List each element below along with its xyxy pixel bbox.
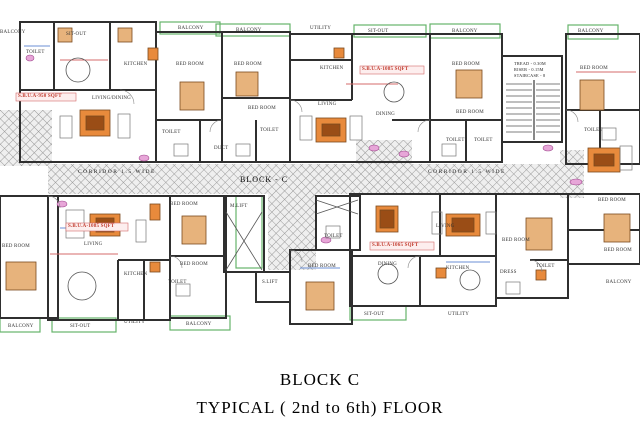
- room-label: BED ROOM: [456, 110, 484, 115]
- room-label: BALCONY: [606, 280, 632, 285]
- room-label: DINING: [376, 112, 395, 117]
- room-label: BALCONY: [178, 26, 204, 31]
- room-label: M.LIFT: [230, 204, 248, 209]
- staircase-label: STAIRCASE - 8: [514, 73, 546, 78]
- corridor-label: CORRIDOR 1.5 WIDE: [428, 169, 506, 175]
- room-label: BALCONY: [236, 28, 262, 33]
- room-label: BED ROOM: [502, 238, 530, 243]
- room-label: DINING: [378, 262, 397, 267]
- room-label: TOILET: [260, 128, 279, 133]
- room-label: BED ROOM: [598, 198, 626, 203]
- room-label: BALCONY: [0, 30, 26, 35]
- room-label: BED ROOM: [2, 244, 30, 249]
- stair-tread-label: TREAD - 0.30M: [514, 61, 546, 66]
- furniture: [59, 113, 633, 297]
- room-label: BED ROOM: [248, 106, 276, 111]
- room-label: TOILET: [168, 280, 187, 285]
- room-label: BED ROOM: [170, 202, 198, 207]
- room-label: KITCHEN: [446, 266, 470, 271]
- room-label: UTILITY: [124, 320, 146, 325]
- room-label: KITCHEN: [124, 62, 148, 67]
- room-label: SIT-OUT: [66, 32, 87, 37]
- room-label: DUCT: [214, 146, 229, 151]
- room-label: LIVING: [318, 102, 337, 107]
- room-label: BED ROOM: [580, 66, 608, 71]
- room-label: KITCHEN: [320, 66, 344, 71]
- stair-riser-label: RISER - 0.15M: [514, 67, 544, 72]
- room-label: BED ROOM: [234, 62, 262, 67]
- room-label: SIT-OUT: [364, 312, 385, 317]
- room-label: TOILET: [446, 138, 465, 143]
- room-label: BALCONY: [8, 324, 34, 329]
- walls: [0, 21, 640, 325]
- lift-shafts: [225, 199, 359, 271]
- room-label: TOILET: [584, 128, 603, 133]
- area-label: S.B.U.A-950 SQFT: [18, 94, 62, 99]
- round-tables: [65, 57, 481, 301]
- room-label: TOILET: [324, 234, 343, 239]
- room-label: UTILITY: [310, 26, 332, 31]
- room-label: TOILET: [474, 138, 493, 143]
- room-label: BALCONY: [578, 29, 604, 34]
- room-label: DRESS: [500, 270, 517, 275]
- area-label-boxes: [15, 65, 435, 251]
- corridor-label: CORRIDOR 1.5 WIDE: [78, 169, 156, 175]
- staircase: [506, 80, 560, 140]
- room-label: SIT-OUT: [70, 324, 91, 329]
- room-label: LIVING: [436, 224, 455, 229]
- door-swings: [47, 89, 579, 273]
- room-label: TOILET: [26, 50, 45, 55]
- corridor-hatch: [0, 110, 584, 270]
- room-label: BED ROOM: [604, 248, 632, 253]
- room-label: UTILITY: [448, 312, 470, 317]
- room-label: KITCHEN: [124, 272, 148, 277]
- floor-plan-drawing: [0, 21, 640, 333]
- room-label: BED ROOM: [180, 262, 208, 267]
- room-label: BALCONY: [186, 322, 212, 327]
- room-label: TOILET: [162, 130, 181, 135]
- room-label: BED ROOM: [452, 62, 480, 67]
- room-label: BED ROOM: [308, 264, 336, 269]
- floor-title: TYPICAL ( 2nd to 6th) FLOOR: [196, 398, 444, 417]
- block-title: BLOCK C: [279, 370, 361, 389]
- area-label: S.B.U.A-1065 SQFT: [372, 243, 419, 248]
- room-label: LIVING/DINING: [92, 96, 131, 101]
- beds: [5, 27, 631, 311]
- room-label: TOILET: [536, 264, 555, 269]
- fixtures: [25, 54, 583, 244]
- room-label: S.LIFT: [262, 280, 278, 285]
- area-label: S.B.U.A-1085 SQFT: [362, 67, 409, 72]
- room-label: BALCONY: [452, 29, 478, 34]
- room-label: LIVING: [84, 242, 103, 247]
- room-label: BED ROOM: [176, 62, 204, 67]
- block-label: BLOCK - C: [240, 175, 289, 184]
- area-label: S.B.U.A-1085 SQFT: [68, 224, 115, 229]
- room-label: SIT-OUT: [368, 29, 389, 34]
